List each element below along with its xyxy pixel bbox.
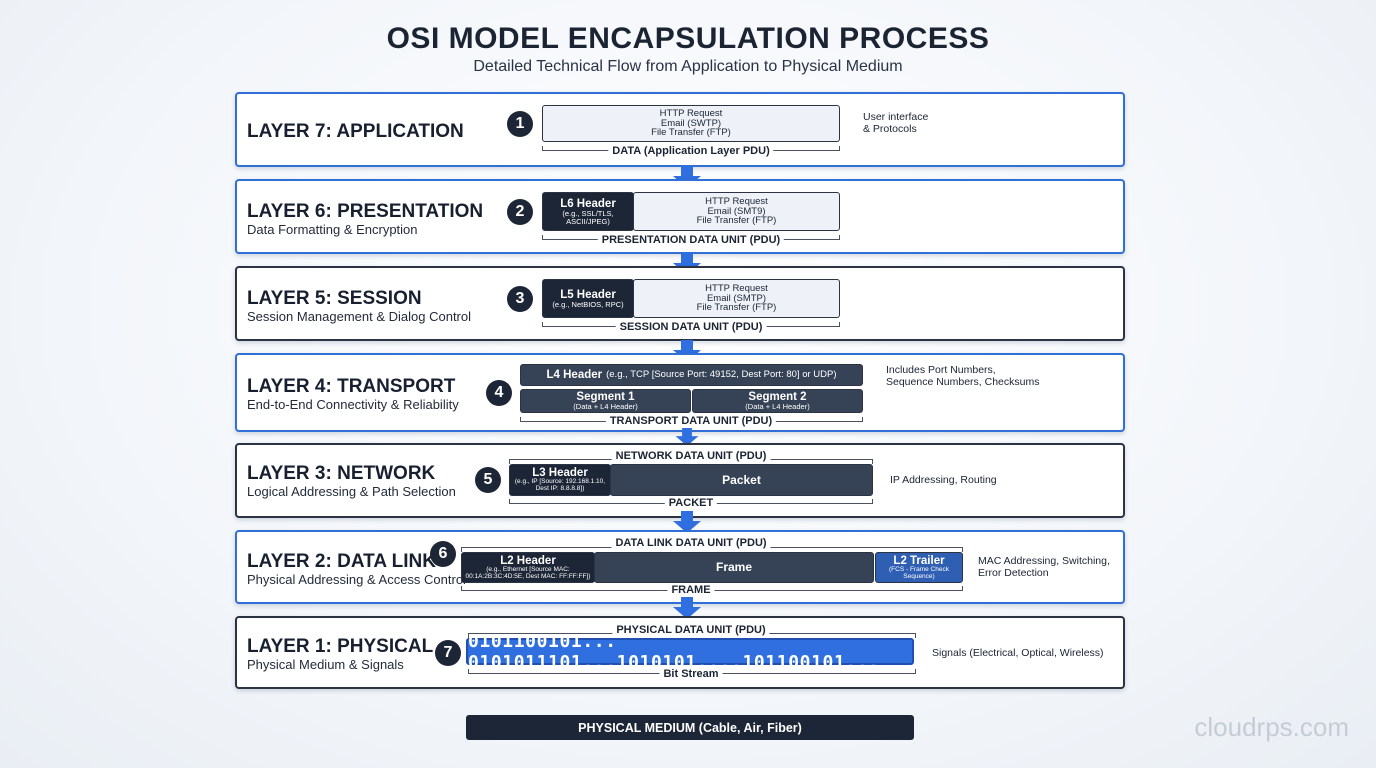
layer-5-description: Session Management & Dialog Control xyxy=(247,309,472,324)
data-line: File Transfer (FTP) xyxy=(696,215,777,227)
step-7-badge: 7 xyxy=(435,640,461,666)
layer-6-card: LAYER 6: PRESENTATION Data Formatting & … xyxy=(235,179,1125,254)
layer-6-description: Data Formatting & Encryption xyxy=(247,222,418,237)
layer-1-note: Signals (Electrical, Optical, Wireless) xyxy=(932,647,1104,659)
layer-3-card: LAYER 3: NETWORK Logical Addressing & Pa… xyxy=(235,443,1125,518)
pdu-label: PRESENTATION DATA UNIT (PDU) xyxy=(597,234,785,246)
pdu-label: NETWORK DATA UNIT (PDU) xyxy=(611,450,771,462)
layer-5-title: LAYER 5: SESSION xyxy=(247,288,422,309)
layer-4-title: LAYER 4: TRANSPORT xyxy=(247,376,456,397)
layer-1-description: Physical Medium & Signals xyxy=(247,657,404,672)
step-3-badge: 3 xyxy=(507,286,533,312)
down-arrow-icon xyxy=(673,597,701,619)
data-line: HTTP Request xyxy=(705,195,768,207)
packet-label: PACKET xyxy=(664,497,718,509)
layer-2-card: LAYER 2: DATA LINK Physical Addressing &… xyxy=(235,530,1125,604)
page-subtitle: Detailed Technical Flow from Application… xyxy=(473,58,903,75)
pdu-label: PHYSICAL DATA UNIT (PDU) xyxy=(612,624,770,636)
layer-5-card: LAYER 5: SESSION Session Management & Di… xyxy=(235,266,1125,341)
data-line: Email (SWTP) xyxy=(660,117,722,129)
bit-stream-bar: 0101100101... 0101011101...1010101....10… xyxy=(466,631,914,673)
layer-2-title: LAYER 2: DATA LINK xyxy=(247,551,436,572)
layer-1-title: LAYER 1: PHYSICAL xyxy=(247,636,434,657)
l2-trailer-box: L2 Trailer (FCS - Frame Check Sequence) xyxy=(875,552,963,583)
physical-medium-bar: PHYSICAL MEDIUM (Cable, Air, Fiber) xyxy=(466,715,914,740)
segment-2-box: Segment 2 (Data + L4 Header) xyxy=(692,389,863,413)
layer-7-title: LAYER 7: APPLICATION xyxy=(247,121,464,142)
step-1-badge: 1 xyxy=(507,111,533,137)
packet-box: Packet xyxy=(610,464,873,496)
pdu-label: DATA LINK DATA UNIT (PDU) xyxy=(611,537,771,549)
layer-3-title: LAYER 3: NETWORK xyxy=(247,463,436,484)
data-line: HTTP Request xyxy=(705,282,768,294)
down-arrow-icon xyxy=(673,340,701,362)
frame-box: Frame xyxy=(594,552,874,583)
data-line: Email (SMTP) xyxy=(706,292,767,304)
l3-header-box: L3 Header (e.g., IP [Source: 192.168.1.1… xyxy=(509,464,611,496)
l5-header-box: L5 Header (e.g., NetBIOS, RPC) xyxy=(542,279,634,318)
application-data-box: HTTP Request Email (SWTP) File Transfer … xyxy=(542,105,840,142)
l6-header-box: L6 Header (e.g., SSL/TLS, ASCII/JPEG) xyxy=(542,192,634,231)
data-line: File Transfer (FTP) xyxy=(696,302,777,314)
pdu-label: SESSION DATA UNIT (PDU) xyxy=(615,321,767,333)
frame-label: FRAME xyxy=(667,584,715,596)
bitstream-label: Bit Stream xyxy=(659,668,723,680)
page-title: OSI MODEL ENCAPSULATION PROCESS xyxy=(386,22,990,55)
layer-6-title: LAYER 6: PRESENTATION xyxy=(247,201,484,222)
layer-3-note: IP Addressing, Routing xyxy=(890,474,997,486)
pdu-label: TRANSPORT DATA UNIT (PDU) xyxy=(605,415,777,427)
down-arrow-icon xyxy=(675,428,699,446)
pdu-label: DATA (Application Layer PDU) xyxy=(608,145,774,157)
data-line: HTTP Request xyxy=(659,107,723,119)
layer-7-card: LAYER 7: APPLICATION 1 HTTP Request Emai… xyxy=(235,92,1125,167)
layer-4-note: Includes Port Numbers, Sequence Numbers,… xyxy=(886,364,1040,388)
layer-4-card: LAYER 4: TRANSPORT End-to-End Connectivi… xyxy=(235,353,1125,432)
layer-4-description: End-to-End Connectivity & Reliability xyxy=(247,397,459,412)
down-arrow-icon xyxy=(673,511,701,533)
step-2-badge: 2 xyxy=(507,199,533,225)
l4-header-box: L4 Header (e.g., TCP [Source Port: 49152… xyxy=(520,364,863,386)
data-line: File Transfer (FTP) xyxy=(651,127,731,139)
layer-2-note: MAC Addressing, Switching, Error Detecti… xyxy=(978,555,1110,579)
l2-header-box: L2 Header (e.g., Ethernet [Source MAC: 0… xyxy=(461,552,595,583)
layer-3-description: Logical Addressing & Path Selection xyxy=(247,484,456,499)
presentation-data-box: HTTP Request Email (SMT9) File Transfer … xyxy=(633,192,840,231)
down-arrow-icon xyxy=(673,166,701,188)
step-4-badge: 4 xyxy=(486,380,512,406)
layer-2-description: Physical Addressing & Access Control xyxy=(247,572,466,587)
step-6-badge: 6 xyxy=(430,541,456,567)
watermark: cloudrps.com xyxy=(1194,712,1349,742)
session-data-box: HTTP Request Email (SMTP) File Transfer … xyxy=(633,279,840,318)
data-line: Email (SMT9) xyxy=(707,205,766,217)
step-5-badge: 5 xyxy=(475,467,501,493)
layer-7-note: User interface & Protocols xyxy=(863,111,929,135)
down-arrow-icon xyxy=(673,253,701,275)
segment-1-box: Segment 1 (Data + L4 Header) xyxy=(520,389,691,413)
